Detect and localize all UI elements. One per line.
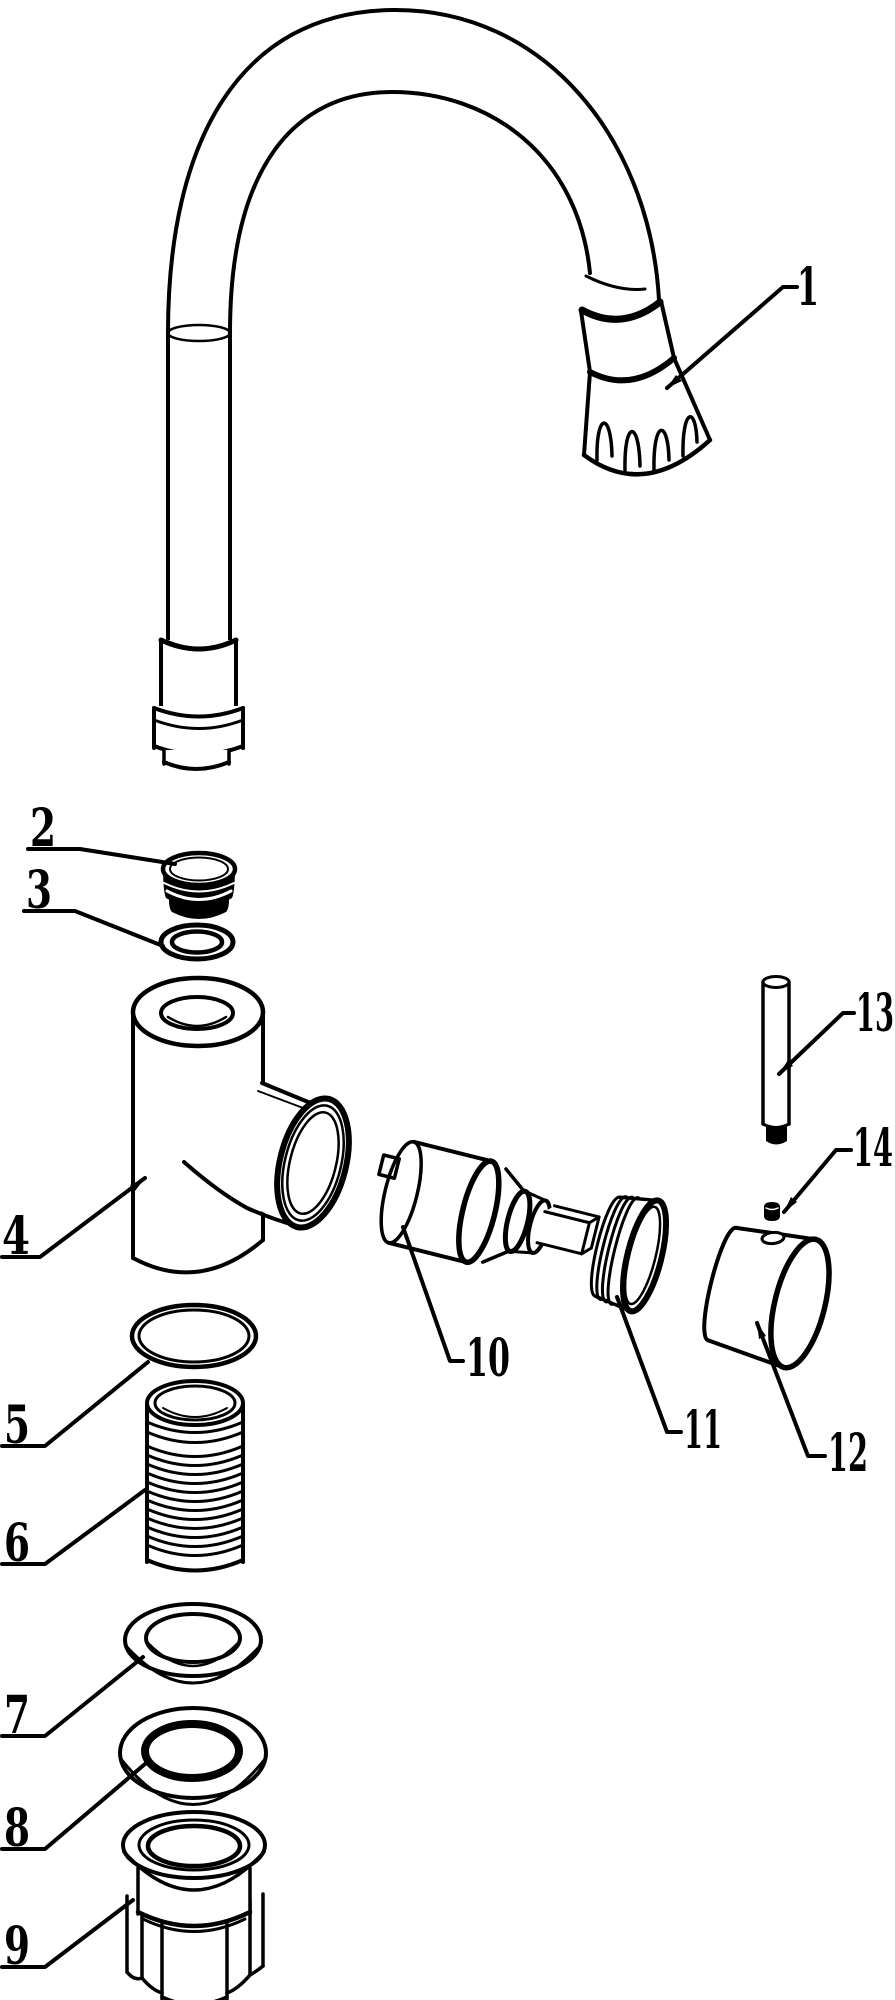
leader-arrow-12 bbox=[757, 1323, 766, 1339]
nozzle-petal bbox=[623, 430, 642, 472]
faucet-spout-assembly bbox=[152, 7, 713, 771]
leader-line-1 bbox=[665, 285, 799, 390]
faucet-body bbox=[130, 975, 352, 1275]
callout-label-11: 11 bbox=[684, 1400, 722, 1461]
gasket bbox=[129, 1302, 259, 1370]
leader-line-6 bbox=[0, 1488, 147, 1566]
nozzle-petal bbox=[652, 428, 671, 472]
cartridge-stem bbox=[535, 1204, 601, 1256]
leader-arrow-14 bbox=[784, 1197, 797, 1212]
callout-label-10: 10 bbox=[466, 1328, 510, 1389]
spout-tube bbox=[168, 9, 659, 636]
leader-line-8 bbox=[0, 1762, 147, 1851]
head-seam-line bbox=[584, 274, 647, 291]
outlet-socket bbox=[274, 1095, 352, 1231]
head-band bbox=[587, 355, 677, 384]
nozzle-petal bbox=[681, 415, 699, 458]
callout-label-3: 3 bbox=[26, 860, 52, 921]
callout-label-6: 6 bbox=[4, 1513, 30, 1574]
nozzle-petal bbox=[595, 421, 614, 462]
leader-line-2 bbox=[26, 847, 177, 866]
set-screw-hole bbox=[760, 1230, 786, 1246]
threaded-shank bbox=[145, 1379, 245, 1573]
callout-label-7: 7 bbox=[4, 1685, 30, 1746]
leader-line-9 bbox=[0, 1898, 135, 1969]
rubber-washer bbox=[118, 1706, 268, 1806]
head-collar bbox=[578, 298, 664, 323]
handle-lever-rod bbox=[761, 975, 791, 1145]
threads bbox=[145, 1444, 245, 1557]
callout-label-8: 8 bbox=[4, 1798, 30, 1859]
callout-label-4: 4 bbox=[2, 1206, 30, 1267]
callout-label-2: 2 bbox=[30, 798, 56, 859]
callout-label-1: 1 bbox=[797, 257, 819, 318]
mounting-nut bbox=[121, 1810, 267, 2000]
flat-washer bbox=[123, 1602, 263, 1685]
leader-line-3 bbox=[22, 909, 165, 948]
leader-line-11 bbox=[615, 1295, 683, 1434]
leader-line-4 bbox=[0, 1176, 147, 1259]
leader-line-14 bbox=[782, 1148, 853, 1214]
leader-line-5 bbox=[0, 1360, 150, 1448]
callout-label-9: 9 bbox=[4, 1916, 30, 1977]
callout-label-13: 13 bbox=[856, 983, 894, 1044]
o-ring bbox=[158, 922, 236, 962]
spout-seam-ring bbox=[166, 323, 232, 343]
set-screw bbox=[764, 1202, 780, 1221]
leader-arrow-1 bbox=[667, 375, 682, 388]
leader-arrow-13 bbox=[779, 1060, 793, 1074]
callout-label-5: 5 bbox=[4, 1395, 30, 1456]
leader-lines bbox=[0, 285, 856, 1969]
callout-label-14: 14 bbox=[853, 1118, 893, 1179]
leader-line-7 bbox=[0, 1655, 145, 1738]
leader-line-12 bbox=[755, 1321, 827, 1458]
handle-knob bbox=[702, 1225, 832, 1371]
callout-label-12: 12 bbox=[828, 1423, 868, 1484]
aerator bbox=[160, 850, 238, 919]
callout-labels: 1 2 3 4 5 6 7 8 9 10 11 12 13 14 bbox=[2, 257, 894, 1977]
leader-line-13 bbox=[777, 1011, 856, 1076]
cartridge-cap bbox=[589, 1195, 670, 1315]
leader-line-10 bbox=[401, 1225, 465, 1363]
spout-base-collars bbox=[152, 637, 245, 771]
cartridge bbox=[377, 1139, 601, 1266]
spray-head bbox=[578, 298, 713, 477]
leader-arrow-4 bbox=[130, 1178, 145, 1191]
rod-tip bbox=[766, 1127, 787, 1145]
